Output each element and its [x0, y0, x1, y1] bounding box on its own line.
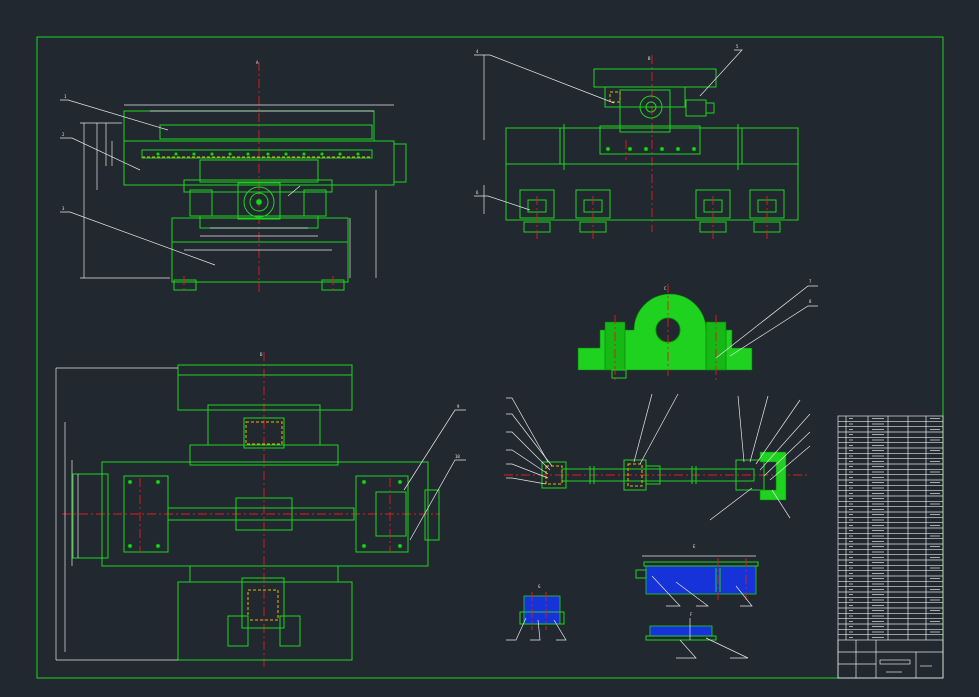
svg-text:E: E: [693, 544, 696, 549]
svg-text:8: 8: [809, 299, 812, 304]
front-view: 1 2 3 A: [60, 60, 407, 292]
svg-text:7: 7: [809, 279, 812, 284]
plan-view: 9 10 D: [55, 352, 466, 668]
guide-rail-detail: E F: [635, 544, 759, 659]
svg-text:1: 1: [64, 94, 67, 99]
svg-text:6: 6: [476, 190, 479, 195]
svg-text:10: 10: [455, 454, 460, 459]
title-block-cell: [837, 415, 944, 679]
title-block: [837, 415, 944, 679]
svg-text:D: D: [260, 352, 263, 357]
title-block-cell: [879, 659, 911, 665]
svg-text:G: G: [538, 584, 541, 589]
svg-text:2: 2: [62, 132, 65, 137]
side-view: 4 5 6 B: [474, 44, 799, 240]
svg-text:C: C: [664, 286, 667, 291]
title-block-cell: [837, 639, 944, 679]
small-detail: G: [506, 584, 567, 641]
svg-text:F: F: [690, 612, 693, 617]
svg-text:5: 5: [736, 44, 739, 49]
svg-text:3: 3: [62, 206, 65, 211]
svg-text:B: B: [648, 56, 651, 61]
shaft-detail: [504, 393, 811, 521]
svg-text:4: 4: [476, 49, 479, 54]
bearing-section: 7 8 C: [577, 279, 818, 380]
drawing-border: [36, 36, 944, 679]
svg-text:9: 9: [457, 404, 460, 409]
svg-text:A: A: [256, 60, 259, 65]
